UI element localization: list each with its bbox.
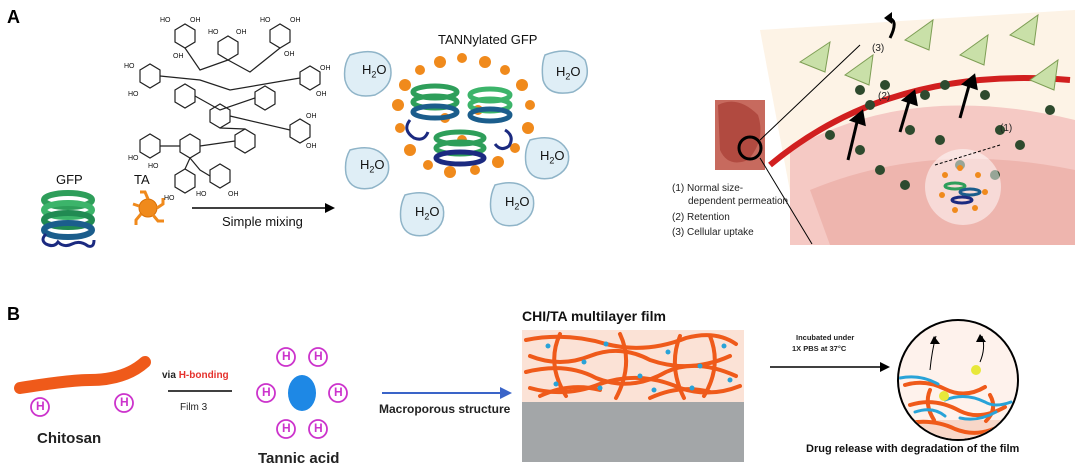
svg-text:OH: OH [320, 65, 331, 72]
svg-text:HO: HO [208, 29, 219, 36]
marker-3: (3) [872, 43, 885, 54]
step-3: (3) Cellular uptake [672, 227, 754, 238]
gfp-label: GFP [56, 172, 83, 187]
ta-label: TA [134, 172, 150, 187]
svg-text:OH: OH [306, 113, 317, 120]
water-label: H2O [362, 62, 387, 80]
tannic-h-symbol: H [314, 421, 323, 435]
svg-text:OH: OH [228, 191, 239, 198]
svg-text:HO: HO [160, 17, 171, 24]
tannic-acid-label: Tannic acid [258, 450, 340, 467]
simple-mixing-label: Simple mixing [222, 214, 303, 229]
chitosan-h-symbol: H [36, 399, 45, 413]
incubated-line-1: Incubated under [796, 333, 855, 342]
svg-text:OH: OH [290, 17, 301, 24]
panel-a-label: A [7, 7, 20, 27]
film-title: CHI/TA multilayer film [522, 308, 666, 324]
tannic-h-symbol: H [334, 385, 343, 399]
incubated-line-2: 1X PBS at 37°C [792, 344, 847, 353]
tannic-h-symbol: H [282, 421, 291, 435]
step-1-line-1: (1) Normal size- [672, 183, 744, 194]
tannic-h-symbol: H [314, 349, 323, 363]
chitosan-label: Chitosan [37, 430, 102, 447]
tannic-h-symbol: H [282, 349, 291, 363]
tannylated-gfp-label: TANNylated GFP [438, 32, 538, 47]
water-label: H2O [556, 64, 581, 82]
svg-text:OH: OH [284, 51, 295, 58]
svg-text:HO: HO [164, 195, 175, 202]
svg-text:OH: OH [236, 29, 247, 36]
svg-text:OH: OH [316, 91, 327, 98]
step-2: (2) Retention [672, 212, 730, 223]
water-label: H2O [505, 194, 530, 212]
svg-text:HO: HO [128, 91, 139, 98]
tannic-h-symbol: H [262, 385, 271, 399]
svg-text:HO: HO [128, 155, 139, 162]
panel-b-label: B [7, 304, 20, 324]
water-label: H2O [360, 157, 385, 175]
water-label: H2O [415, 204, 440, 222]
macroporous-label: Macroporous structure [379, 402, 511, 416]
svg-text:HO: HO [124, 63, 135, 70]
marker-2: (2) [878, 91, 891, 102]
svg-text:OH: OH [190, 17, 201, 24]
h-bonding-label: via H-bonding [162, 370, 229, 381]
chitosan-h-symbol: H [120, 395, 129, 409]
marker-1: (1) [1000, 123, 1013, 134]
svg-text:OH: OH [306, 143, 317, 150]
svg-text:OH: OH [173, 53, 184, 60]
svg-text:HO: HO [260, 17, 271, 24]
svg-text:HO: HO [148, 163, 159, 170]
step-1-line-2: dependent permeation [688, 196, 789, 207]
drug-release-label: Drug release with degradation of the fil… [806, 443, 1020, 455]
svg-text:HO: HO [196, 191, 207, 198]
water-label: H2O [540, 148, 565, 166]
film-3-label: Film 3 [180, 402, 208, 413]
